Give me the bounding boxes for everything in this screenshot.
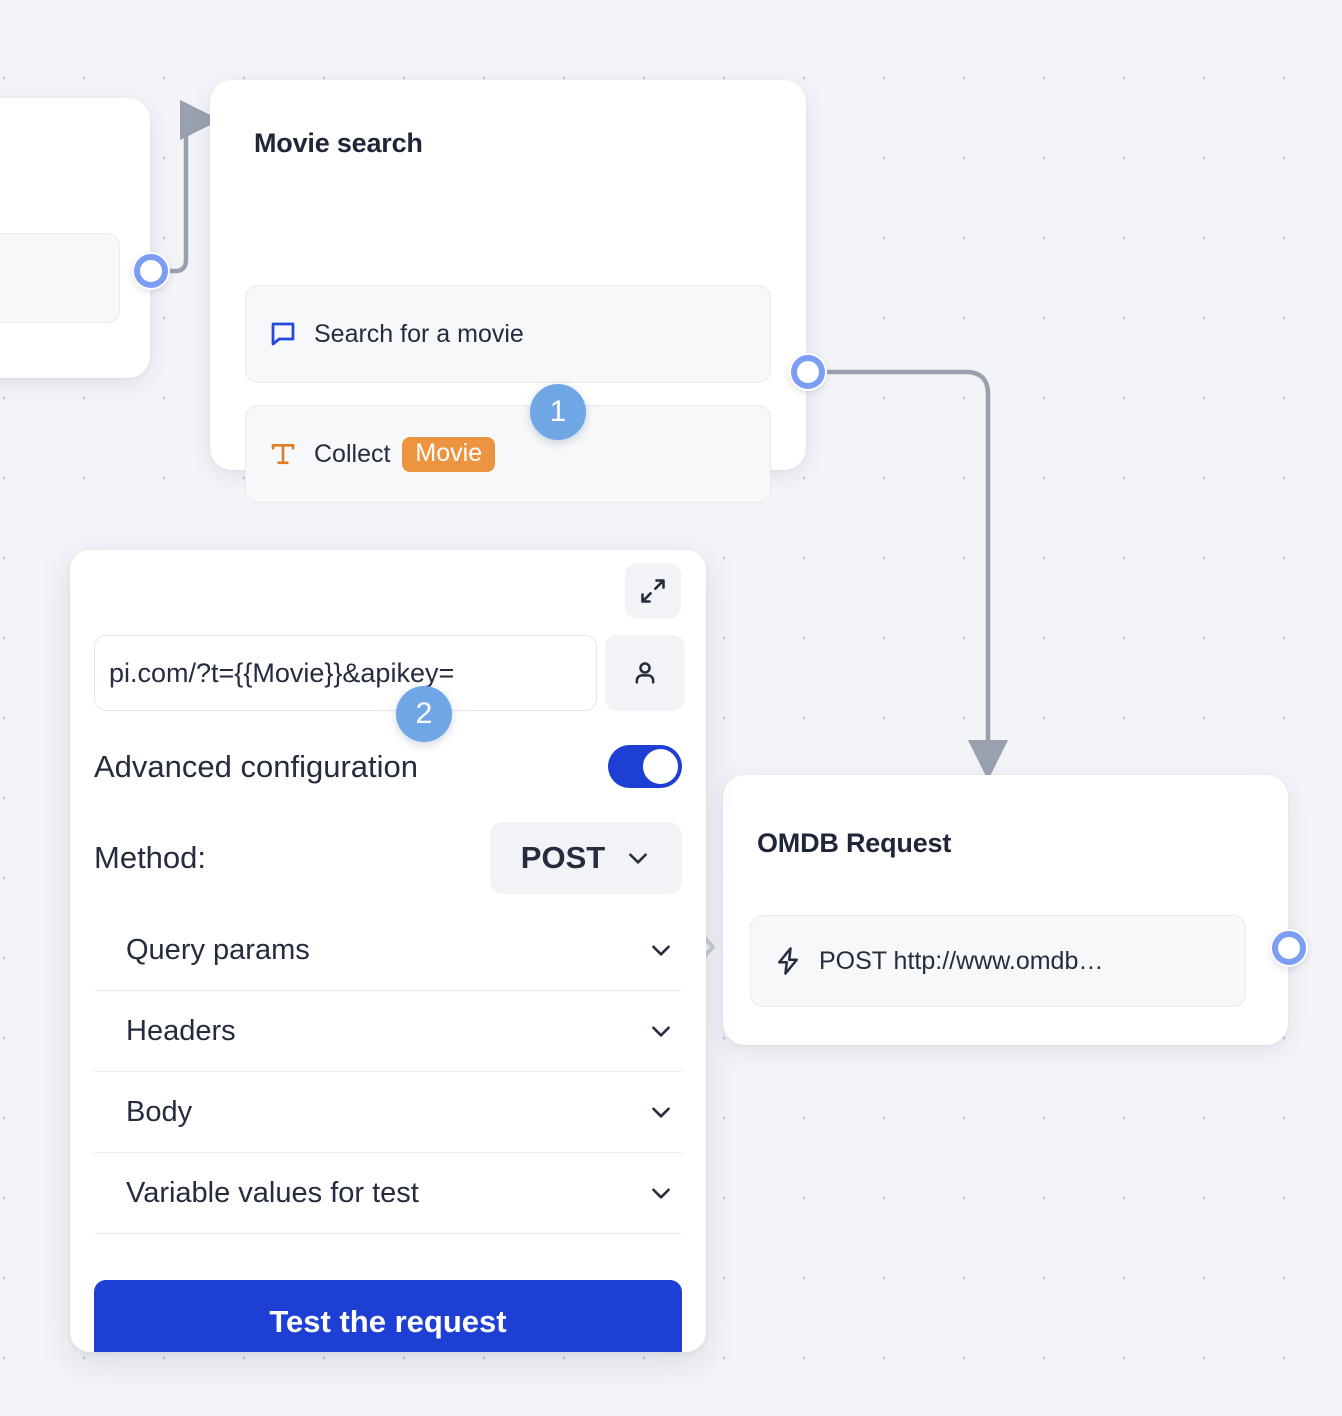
accordion-label: Query params	[126, 933, 310, 966]
connector-port-left-node[interactable]	[132, 252, 170, 290]
request-config-panel[interactable]: Advanced configuration Method: POST Quer…	[70, 550, 706, 1352]
accordion-item-variable-values-for-test[interactable]: Variable values for test	[94, 1153, 682, 1234]
advanced-configuration-toggle[interactable]	[608, 745, 682, 788]
expand-diagonal-icon[interactable]	[625, 563, 681, 619]
advanced-configuration-row: Advanced configuration	[94, 745, 682, 788]
request-url-input[interactable]	[94, 635, 597, 711]
node-row-post-request[interactable]: POST http://www.omdb…	[750, 915, 1246, 1007]
partial-node-card[interactable]	[0, 98, 150, 378]
method-row: Method: POST	[94, 822, 682, 894]
request-sections-accordion: Query params Headers Body Variable value…	[94, 910, 682, 1234]
accordion-item-query-params[interactable]: Query params	[94, 910, 682, 991]
text-type-icon	[268, 439, 298, 469]
accordion-item-body[interactable]: Body	[94, 1072, 682, 1153]
movie-search-title: Movie search	[254, 128, 423, 158]
accordion-label: Variable values for test	[126, 1176, 419, 1209]
chevron-down-icon	[625, 845, 651, 871]
lightning-bolt-icon	[773, 945, 803, 977]
step-badge-2: 2	[396, 686, 452, 742]
omdb-request-title: OMDB Request	[757, 828, 952, 858]
partial-node-row[interactable]	[0, 233, 120, 323]
connector-port-movie-search[interactable]	[789, 353, 827, 391]
node-row-search-for-a-movie[interactable]: Search for a movie	[245, 285, 771, 383]
node-row-label-prefix: Collect	[314, 439, 391, 468]
node-row-label: Search for a movie	[314, 319, 524, 348]
accordion-item-headers[interactable]: Headers	[94, 991, 682, 1072]
method-label: Method:	[94, 840, 207, 875]
chevron-down-icon	[648, 1018, 674, 1044]
node-row-label: POST http://www.omdb…	[819, 946, 1104, 975]
chevron-down-icon	[648, 937, 674, 963]
movie-search-node[interactable]: Movie search Search for a movie Collect …	[210, 80, 806, 503]
omdb-request-node[interactable]: OMDB Request POST http://www.omdb…	[723, 775, 1288, 1045]
person-icon[interactable]	[605, 635, 685, 711]
accordion-label: Headers	[126, 1014, 236, 1047]
node-row-collect-movie[interactable]: Collect Movie	[245, 405, 771, 503]
connector-port-omdb-request[interactable]	[1270, 929, 1308, 967]
accordion-label: Body	[126, 1095, 193, 1128]
advanced-configuration-label: Advanced configuration	[94, 748, 419, 784]
url-row	[94, 635, 685, 711]
chevron-down-icon	[648, 1099, 674, 1125]
chevron-down-icon	[648, 1180, 674, 1206]
method-selected-value: POST	[520, 840, 606, 875]
speech-bubble-icon	[268, 319, 298, 349]
variable-chip-movie[interactable]: Movie	[402, 436, 496, 472]
test-the-request-button[interactable]: Test the request	[94, 1280, 682, 1352]
method-select[interactable]: POST	[490, 822, 682, 894]
step-badge-1: 1	[530, 384, 586, 440]
